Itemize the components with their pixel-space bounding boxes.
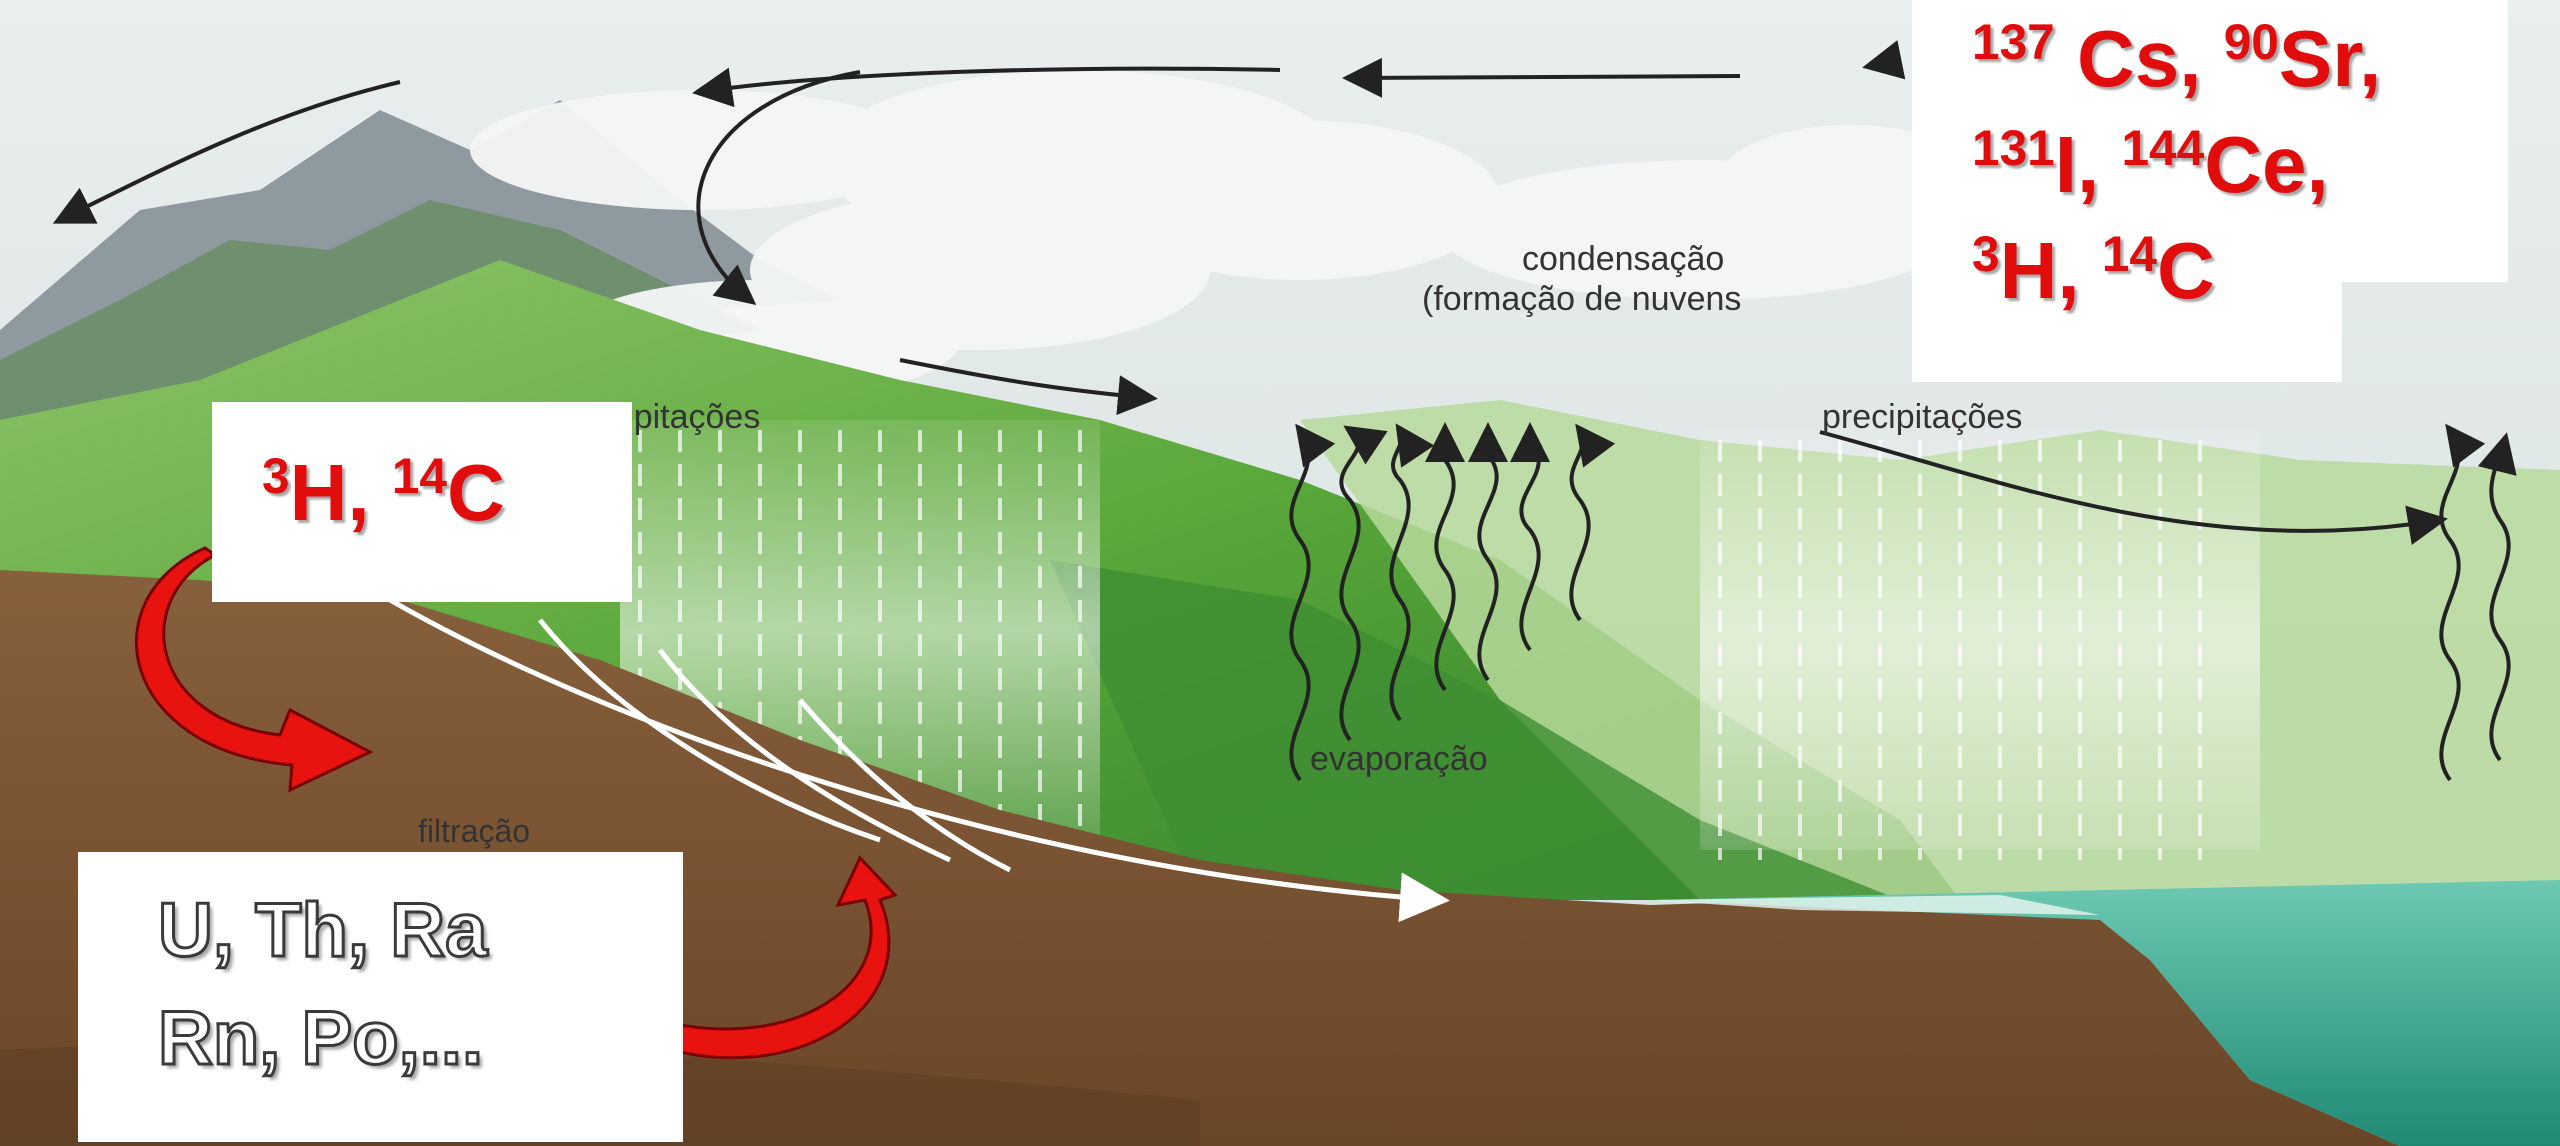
cs-symbol: Cs,	[2055, 14, 2224, 103]
ce-mass-number: 144	[2121, 120, 2204, 176]
filtration-label: filtração	[418, 812, 530, 850]
evaporation-label: evaporação	[1310, 740, 1488, 778]
condensation-label: condensação	[1522, 240, 1724, 278]
precipitation-right-label: precipitações	[1822, 398, 2022, 436]
h-mass-number-top: 3	[1972, 226, 2000, 282]
condensation-subtitle-label: (formação de nuvens	[1422, 280, 1741, 318]
sr-symbol: Sr,	[2279, 14, 2381, 103]
c-mass-number-top: 14	[2102, 226, 2157, 282]
isotopes-line-1: 137 Cs, 90Sr,	[1972, 14, 2381, 114]
ce-symbol: Ce,	[2204, 120, 2329, 209]
h-mass-number-left: 3	[262, 448, 290, 504]
isotopes-line-3: 3H, 14C	[1972, 226, 2215, 326]
h-symbol-top: H,	[2000, 226, 2102, 315]
natural-radionuclides-line-2: Rn, Po,...	[158, 996, 483, 1082]
c-symbol-left: C	[447, 448, 505, 537]
sr-mass-number: 90	[2224, 14, 2279, 70]
natural-radionuclides-line-1: U, Th, Ra	[158, 888, 487, 974]
h-symbol-left: H,	[290, 448, 392, 537]
c-mass-number-left: 14	[392, 448, 447, 504]
c-symbol-top: C	[2157, 226, 2215, 315]
surface-isotopes-text: 3H, 14C	[262, 448, 505, 548]
atmospheric-isotopes-box-corner	[2400, 180, 2508, 280]
i-mass-number: 131	[1972, 120, 2055, 176]
isotopes-line-2: 131I, 144Ce,	[1972, 120, 2329, 220]
i-symbol: I,	[2055, 120, 2122, 209]
cs-mass-number: 137	[1972, 14, 2055, 70]
